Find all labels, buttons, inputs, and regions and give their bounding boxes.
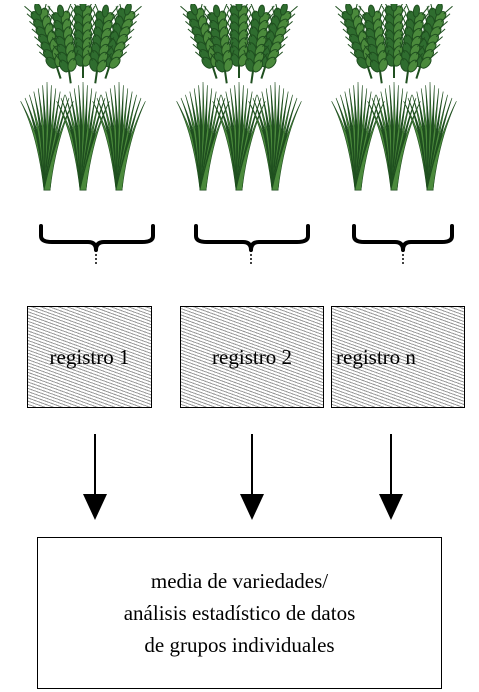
record-box: registro n [331,306,465,408]
result-line-1: media de variedades/ [150,569,329,593]
curly-brace-icon [194,224,310,264]
arrow-down-icon [240,434,264,520]
arrow-down-icon [379,434,403,520]
arrow-down-icon [83,434,107,520]
wheat-plant-icon [20,4,146,191]
result-line-3: de grupos individuales [144,633,335,657]
record-label: registro 1 [49,344,130,369]
wheat-plant-icon [176,4,302,191]
result-box: media de variedades/ análisis estadístic… [37,537,442,689]
record-label: registro 2 [212,344,292,369]
result-line-2: análisis estadístico de datos [123,601,356,625]
record-label: registro n [336,344,416,369]
wheat-plant-icon [331,4,457,191]
curly-brace-icon [39,224,155,264]
record-box: registro 2 [180,306,324,408]
record-box: registro 1 [27,306,152,408]
curly-brace-icon [352,224,454,264]
